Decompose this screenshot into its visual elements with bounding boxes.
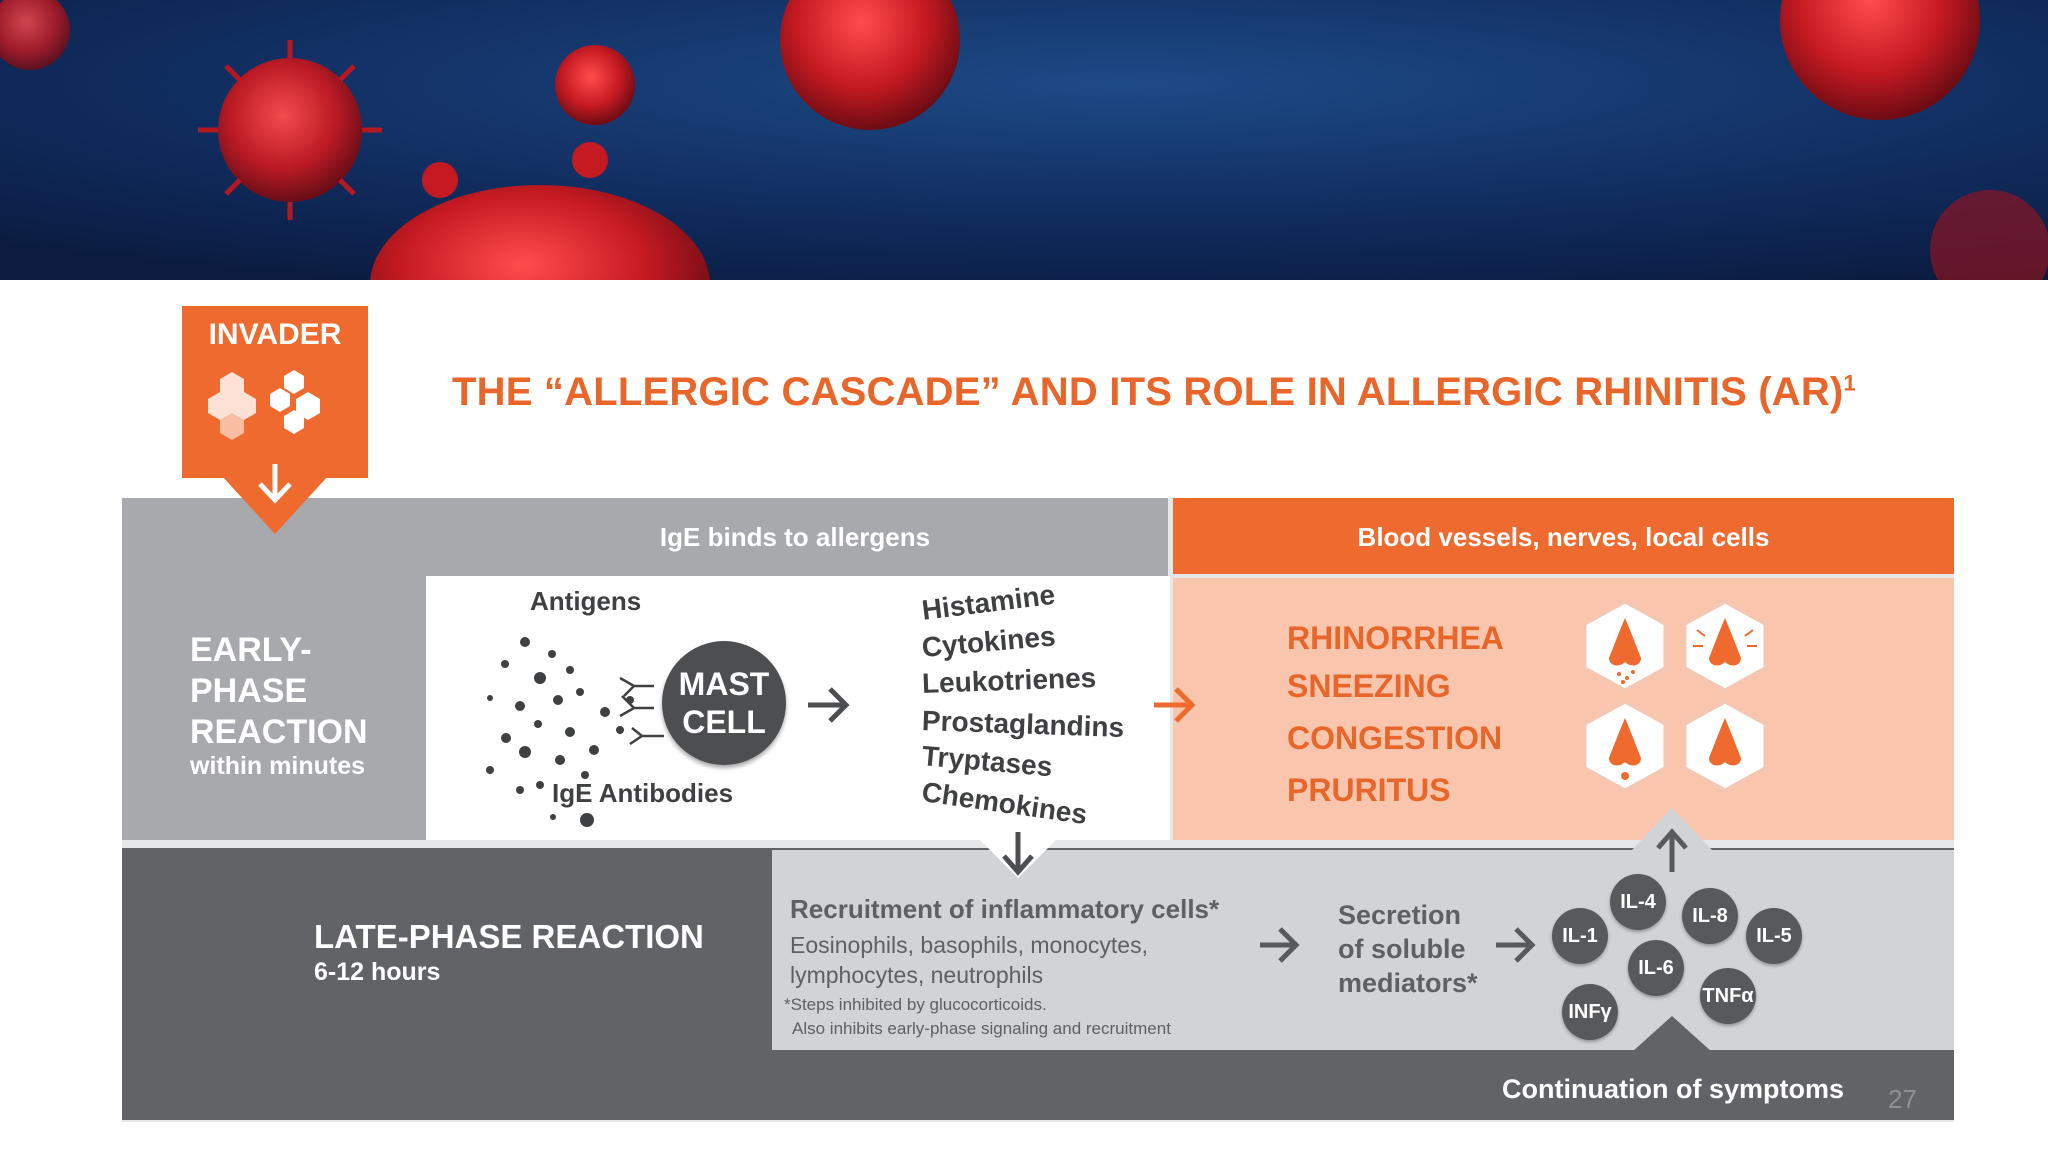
recruitment-title: Recruitment of inflammatory cells* — [790, 894, 1220, 924]
cytokine-il-1: IL-1 — [1552, 908, 1608, 964]
arrow-right-late-2-icon — [1496, 927, 1536, 963]
arrow-right-icon — [808, 687, 850, 723]
antigens-label: Antigens — [530, 586, 642, 616]
symptom-rhinorrhea: RHINORRHEA — [1287, 620, 1504, 656]
early-header: IgE binds to allergens — [659, 522, 931, 552]
arrow-right-orange-icon — [1154, 687, 1196, 723]
symptom-panel — [1173, 578, 1954, 840]
symptom-panel-header — [1173, 498, 1954, 574]
symptom-header: Blood vessels, nerves, local cells — [1357, 522, 1770, 552]
antigen-dots — [486, 637, 664, 827]
invader-arrow-notch — [222, 476, 328, 534]
early-phase-label: EARLY- PHASE REACTION — [190, 631, 368, 751]
arrow-up-icon — [1656, 828, 1688, 872]
invader-box: INVADER — [182, 306, 368, 478]
early-phase-white-panel — [426, 576, 1170, 840]
nose-hexagon-icons — [1583, 600, 1767, 792]
allergen-particles-icon — [208, 370, 320, 440]
footnote: *Steps inhibited by glucocorticoids. Als… — [784, 995, 1171, 1038]
late-phase-label: LATE-PHASE REACTION — [314, 918, 704, 955]
cytokine-il-4: IL-4 — [1610, 874, 1666, 930]
cytokine-tnfa: TNFα — [1700, 968, 1756, 1024]
arrow-down-late-icon — [1002, 832, 1034, 876]
invader-label: INVADER — [208, 318, 342, 351]
arrow-right-late-1-icon — [1260, 927, 1300, 963]
cytokine-il-6: IL-6 — [1628, 940, 1684, 996]
cytokine-il-5: IL-5 — [1746, 908, 1802, 964]
recruitment-cells: Eosinophils, basophils, monocytes, lymph… — [790, 932, 1148, 988]
ige-antibodies-label: IgE Antibodies — [552, 778, 734, 808]
secretion-label: Secretion of soluble mediators* — [1338, 900, 1478, 998]
symptom-sneezing: SNEEZING — [1287, 668, 1451, 704]
arrow-down-icon — [258, 464, 292, 504]
symptom-pruritus: PRURITUS — [1287, 772, 1451, 808]
continuation-notch — [1632, 1016, 1712, 1052]
page-number: 27 — [1888, 1084, 1917, 1114]
cytokine-infy: INFγ — [1562, 984, 1618, 1040]
virus-banner-image — [0, 0, 2048, 280]
page-title: THE “ALLERGIC CASCADE” AND ITS ROLE IN A… — [452, 370, 1856, 414]
late-phase-sublabel: 6-12 hours — [314, 958, 441, 986]
mediator-leukotrienes: Leukotrienes — [921, 661, 1097, 699]
symptom-congestion: CONGESTION — [1287, 720, 1503, 756]
cytokine-il-8: IL-8 — [1682, 888, 1738, 944]
early-phase-sublabel: within minutes — [190, 752, 365, 780]
continuation-label: Continuation of symptoms — [1502, 1074, 1844, 1104]
mast-cell: MAST CELL — [662, 641, 786, 765]
virus-shape — [198, 40, 382, 220]
